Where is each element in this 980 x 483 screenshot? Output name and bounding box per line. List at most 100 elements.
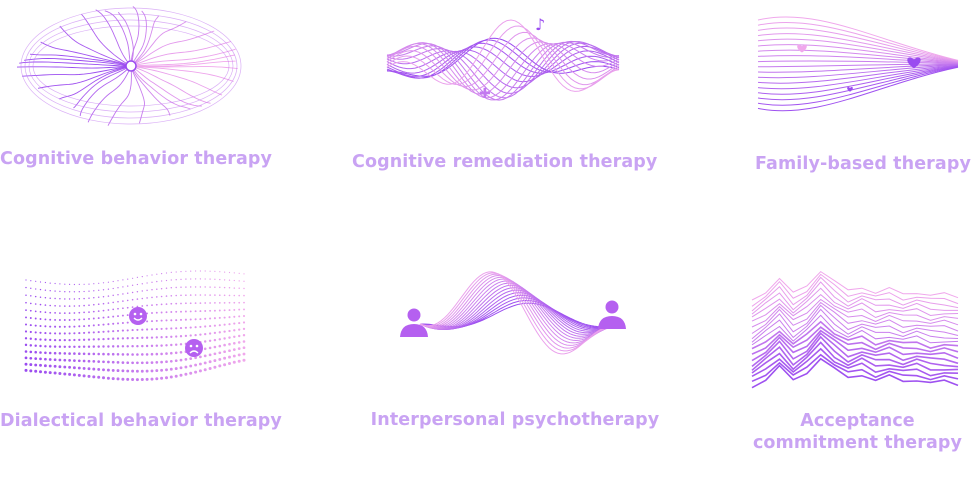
mesh-dot	[53, 351, 57, 355]
mesh-dot	[242, 358, 246, 362]
heart-icon	[797, 44, 807, 53]
petal-line	[40, 41, 132, 67]
mesh-dot	[189, 302, 192, 305]
mesh-dot	[238, 328, 241, 331]
mesh-dot	[218, 364, 222, 368]
mesh-dot	[97, 345, 100, 348]
mesh-dot	[223, 302, 226, 304]
mesh-dot	[170, 335, 173, 338]
mesh-dot	[58, 319, 61, 321]
mesh-dot	[82, 374, 86, 378]
mesh-dot	[233, 279, 235, 282]
mesh-dot	[112, 315, 115, 318]
mesh-dot	[98, 282, 100, 284]
mountain-line	[751, 273, 959, 307]
mesh-dot	[34, 363, 38, 367]
mesh-dot	[39, 338, 42, 341]
mesh-dot	[242, 333, 246, 337]
fan-line	[757, 65, 959, 90]
mesh-dot	[87, 331, 91, 334]
mesh-dot	[126, 306, 129, 309]
mesh-dot	[131, 336, 134, 340]
mesh-dot	[151, 296, 153, 299]
mesh-dot	[63, 372, 67, 376]
mesh-dot	[102, 309, 105, 312]
petal-line	[22, 65, 132, 77]
mesh-dot	[44, 351, 47, 355]
mesh-dot	[228, 329, 231, 333]
mesh-dot	[223, 330, 226, 333]
mesh-dot	[102, 302, 105, 305]
mesh-dot	[204, 294, 207, 296]
mesh-dot	[189, 326, 192, 329]
mesh-dot	[68, 352, 71, 355]
mesh-dot	[228, 323, 231, 326]
mesh-dot	[92, 324, 95, 327]
mesh-dot	[190, 270, 192, 272]
mesh-dot	[218, 316, 221, 319]
mesh-dot	[93, 297, 95, 299]
mesh-dot	[228, 362, 231, 365]
mesh-dot	[107, 281, 109, 283]
music-wave-illustration: ♪✚	[386, 8, 622, 108]
fan-line	[757, 27, 959, 62]
mesh-dot	[170, 302, 173, 305]
mesh-dot	[156, 280, 158, 283]
mesh-dot	[83, 297, 85, 300]
mesh-dot	[165, 319, 168, 322]
mesh-dot	[199, 286, 202, 288]
mesh-dot	[73, 332, 76, 335]
petal-line	[130, 6, 140, 67]
mountain-line	[751, 287, 959, 318]
mesh-dot	[126, 377, 130, 381]
mesh-dot	[189, 364, 193, 368]
mesh-dot	[83, 325, 86, 328]
hearts-fan-svg	[757, 16, 959, 112]
mesh-dot	[24, 350, 28, 353]
mesh-dot	[44, 357, 47, 361]
mesh-dot	[228, 355, 231, 359]
mesh-dot	[194, 363, 198, 367]
mesh-dot	[116, 361, 120, 364]
mesh-dot	[126, 361, 130, 365]
mesh-dot	[78, 311, 81, 314]
mesh-dot	[160, 336, 163, 339]
mesh-dot	[180, 286, 182, 289]
outline-line	[20, 7, 242, 125]
mesh-dot	[194, 370, 198, 374]
mesh-dot	[189, 294, 192, 296]
mesh-dot	[242, 346, 246, 350]
mesh-dot	[63, 319, 66, 321]
mountain-line	[751, 314, 959, 346]
mesh-dot	[102, 368, 105, 372]
mesh-dot	[58, 332, 61, 335]
petal-line	[81, 13, 132, 67]
mesh-dot	[175, 310, 178, 313]
mesh-dot	[54, 325, 57, 328]
mesh-dot	[97, 317, 100, 320]
mesh-dot	[126, 353, 129, 356]
mesh-dot	[44, 338, 47, 341]
mesh-dot	[175, 302, 178, 305]
mesh-dot	[131, 361, 134, 365]
mesh-dot	[35, 280, 37, 282]
mesh-dot	[175, 286, 177, 289]
therapy-label: Interpersonal psychotherapy	[370, 410, 660, 430]
mesh-dot	[122, 293, 124, 295]
mesh-dot	[24, 337, 28, 340]
mesh-dot	[136, 336, 139, 340]
mesh-dot	[170, 294, 173, 297]
petal-line	[130, 65, 145, 124]
mesh-dot	[126, 369, 130, 373]
mesh-dot	[136, 361, 139, 365]
mesh-dot	[83, 304, 85, 307]
mesh-dot	[160, 295, 163, 298]
mesh-dot	[59, 298, 61, 300]
mesh-dot	[198, 369, 202, 373]
mesh-dot	[136, 328, 139, 331]
mesh-dot	[233, 342, 236, 345]
mesh-dot	[194, 356, 197, 360]
petal-line	[130, 10, 147, 67]
outline-line	[32, 25, 230, 107]
mesh-dot	[121, 345, 125, 348]
